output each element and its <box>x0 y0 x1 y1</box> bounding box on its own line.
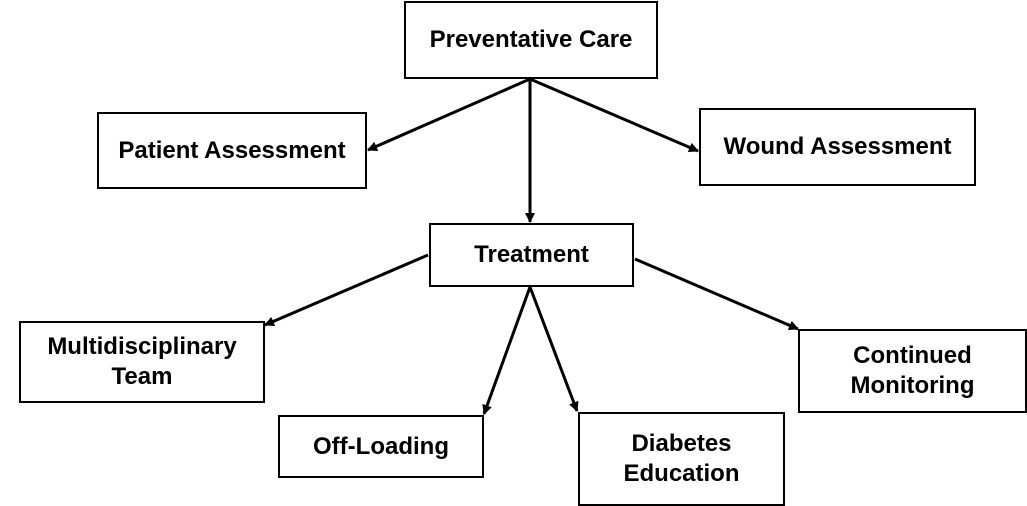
arrow-treatment-to-multidisciplinary-team <box>264 253 429 327</box>
arrow-treatment-to-diabetes-education <box>528 286 579 412</box>
node-label: Treatment <box>474 241 589 268</box>
node-wound-assessment: Wound Assessment <box>699 108 976 186</box>
node-label-line-2: Team <box>111 363 173 390</box>
node-label: Preventative Care <box>429 26 633 53</box>
arrow-preventative-to-patient-assessment <box>367 77 531 152</box>
node-label-line-1: Multidisciplinary <box>47 333 237 360</box>
arrow-treatment-to-continued-monitoring <box>634 257 799 331</box>
node-label: Patient Assessment <box>118 136 346 164</box>
node-diabetes-education: Diabetes Education <box>578 412 785 506</box>
node-continued-monitoring: Continued Monitoring <box>798 329 1027 413</box>
node-treatment: Treatment <box>429 223 634 287</box>
node-label: Off-Loading <box>313 432 449 460</box>
node-label-line-2: Education <box>623 460 740 487</box>
arrow-preventative-to-wound-assessment <box>529 77 699 153</box>
arrow-treatment-to-off-loading <box>482 286 532 415</box>
node-label-line-1: Continued <box>853 342 972 369</box>
node-label-line-2: Monitoring <box>850 372 975 399</box>
node-multidisciplinary-team: Multidisciplinary Team <box>19 321 265 403</box>
node-label: Wound Assessment <box>723 133 952 160</box>
node-label-line-1: Diabetes <box>631 430 732 457</box>
node-patient-assessment: Patient Assessment <box>97 112 367 189</box>
node-preventative-care: Preventative Care <box>404 1 658 79</box>
node-off-loading: Off-Loading <box>278 415 484 478</box>
